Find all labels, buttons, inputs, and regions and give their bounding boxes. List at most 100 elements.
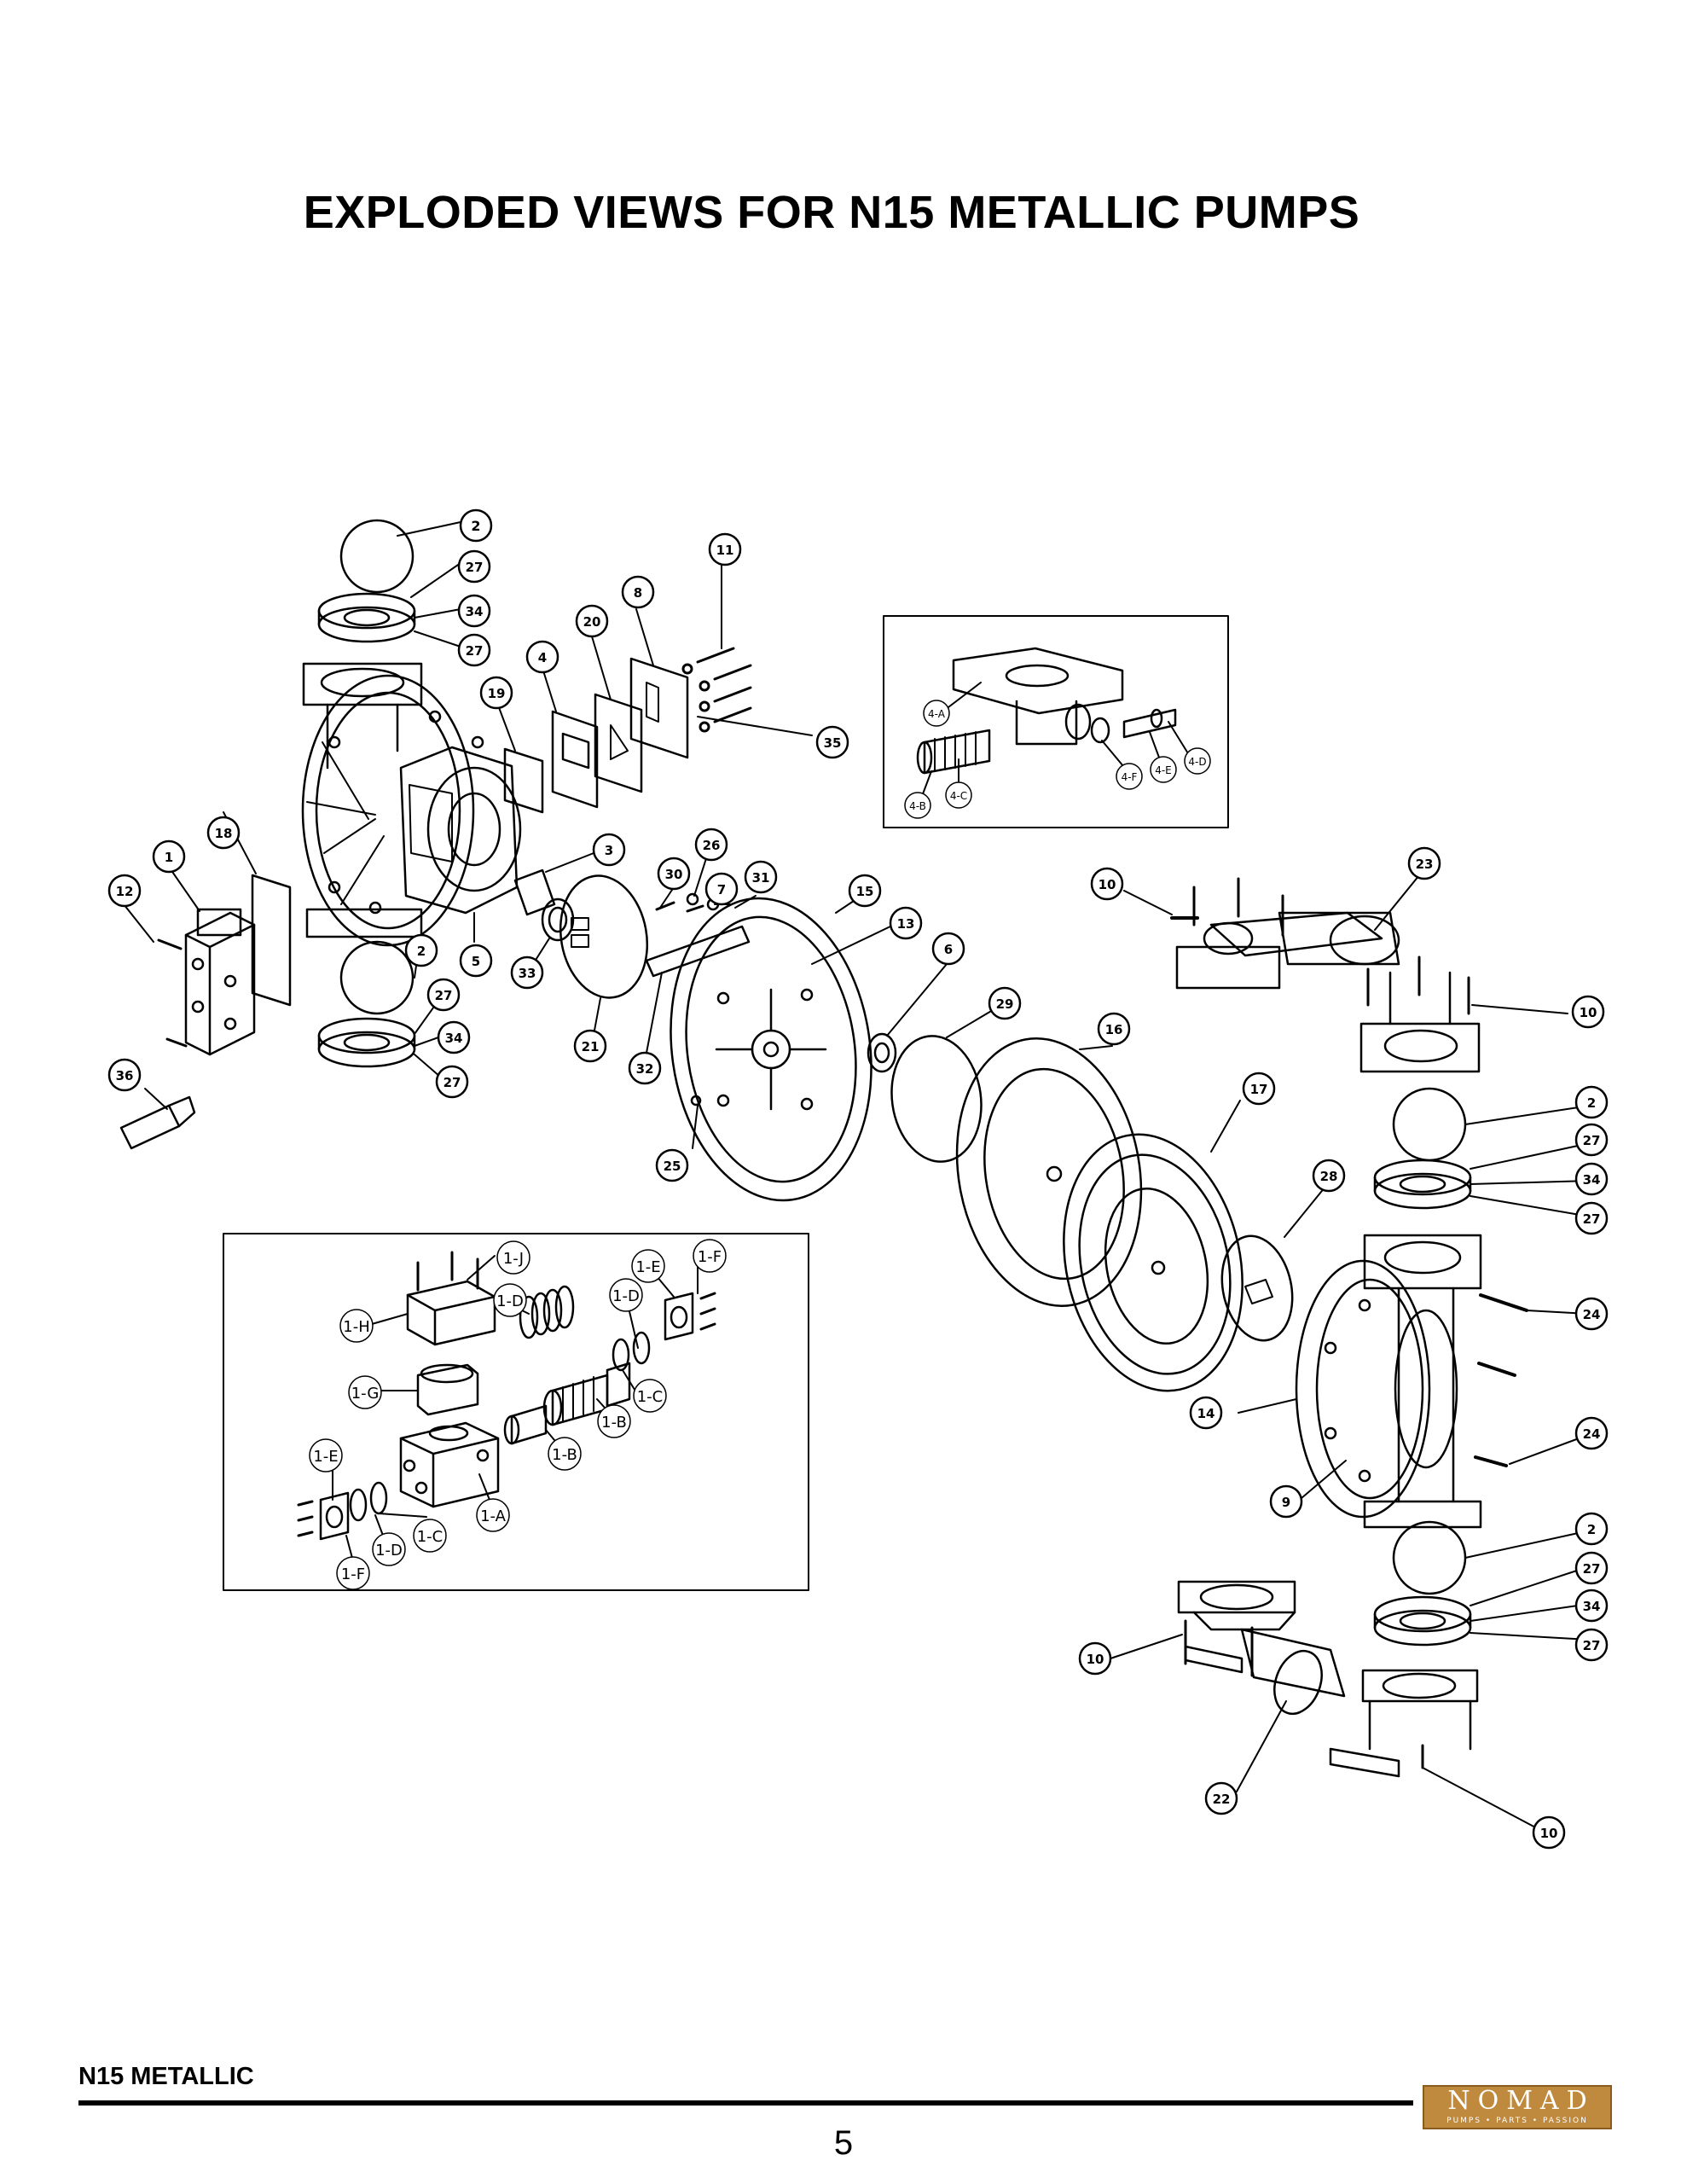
- callout-1-D: 1-D: [493, 1283, 527, 1317]
- callout-1-E: 1-E: [309, 1438, 343, 1472]
- svg-text:34: 34: [445, 1031, 463, 1046]
- callout-10: 10: [1532, 1815, 1566, 1850]
- callout-6: 6: [931, 932, 965, 966]
- callout-21: 21: [573, 1029, 607, 1063]
- callout-27: 27: [426, 978, 461, 1012]
- page-number: 5: [833, 2124, 854, 2162]
- svg-text:10: 10: [1087, 1652, 1104, 1667]
- svg-text:1-A: 1-A: [480, 1507, 507, 1525]
- svg-text:20: 20: [583, 614, 601, 630]
- callout-32: 32: [628, 1051, 662, 1085]
- shaft-bushing-parts: [513, 868, 649, 999]
- left-top-ball-seat: [317, 519, 416, 643]
- callout-1-A: 1-A: [476, 1498, 510, 1532]
- air-valve-assembly: [157, 908, 256, 1056]
- logo-wordmark: NOMAD: [1447, 2086, 1595, 2116]
- svg-text:4: 4: [538, 650, 547, 665]
- svg-text:14: 14: [1197, 1406, 1215, 1421]
- callout-1-E: 1-E: [631, 1249, 665, 1283]
- callout-18: 18: [206, 816, 241, 850]
- svg-text:1-D: 1-D: [612, 1287, 640, 1305]
- svg-text:18: 18: [215, 826, 233, 841]
- cap-screws: [681, 647, 752, 733]
- callout-34: 34: [457, 594, 491, 628]
- diaphragm-16: [955, 1037, 1143, 1307]
- diaphragm-washers: [867, 1032, 983, 1163]
- leader-lines: [113, 521, 1591, 1830]
- pilot-inset-callouts: 4-A 4-B 4-C 4-F 4-E 4-D: [904, 700, 1211, 819]
- svg-text:10: 10: [1099, 877, 1116, 892]
- svg-text:4-C: 4-C: [950, 790, 967, 802]
- svg-text:35: 35: [824, 735, 842, 751]
- svg-text:6: 6: [944, 942, 953, 957]
- svg-text:22: 22: [1213, 1792, 1231, 1807]
- callout-24: 24: [1574, 1416, 1609, 1450]
- callout-29: 29: [988, 986, 1022, 1020]
- callout-4: 4: [525, 640, 559, 674]
- svg-text:24: 24: [1583, 1307, 1601, 1322]
- callout-27: 27: [1574, 1551, 1609, 1585]
- callout-35: 35: [815, 725, 849, 759]
- svg-text:36: 36: [116, 1068, 134, 1083]
- diaphragm-17: [1063, 1133, 1244, 1392]
- svg-text:1: 1: [165, 850, 173, 865]
- svg-text:27: 27: [443, 1075, 461, 1090]
- svg-text:23: 23: [1416, 857, 1434, 872]
- svg-text:4-B: 4-B: [909, 800, 926, 812]
- svg-text:25: 25: [664, 1159, 681, 1174]
- callout-33: 33: [510, 956, 544, 990]
- callout-4-A: 4-A: [923, 700, 950, 727]
- svg-text:2: 2: [417, 944, 426, 959]
- svg-text:34: 34: [466, 604, 484, 619]
- callout-1: 1: [152, 839, 186, 874]
- svg-text:5: 5: [472, 954, 480, 969]
- callout-4-E: 4-E: [1150, 756, 1177, 783]
- svg-text:13: 13: [897, 916, 915, 932]
- svg-text:4-D: 4-D: [1188, 756, 1206, 768]
- svg-text:34: 34: [1583, 1172, 1601, 1188]
- callout-1-D: 1-D: [609, 1278, 643, 1312]
- callout-4-F: 4-F: [1116, 763, 1143, 790]
- callout-1-B: 1-B: [597, 1404, 631, 1438]
- callout-27: 27: [435, 1065, 469, 1099]
- callout-10: 10: [1571, 995, 1605, 1029]
- callout-1-J: 1-J: [496, 1240, 530, 1275]
- pilot-valve-inset-frame: [883, 615, 1229, 828]
- callout-34: 34: [437, 1020, 471, 1054]
- inner-plate: [1220, 1234, 1294, 1342]
- callout-27: 27: [457, 549, 491, 584]
- callout-2: 2: [1574, 1512, 1609, 1546]
- svg-text:29: 29: [996, 996, 1014, 1012]
- svg-text:1-E: 1-E: [635, 1258, 660, 1276]
- callout-1-B: 1-B: [548, 1437, 582, 1471]
- svg-text:27: 27: [1583, 1561, 1601, 1577]
- callout-3: 3: [592, 833, 626, 867]
- svg-text:34: 34: [1583, 1599, 1601, 1614]
- callout-34: 34: [1574, 1589, 1609, 1623]
- svg-text:28: 28: [1320, 1169, 1338, 1184]
- svg-text:9: 9: [1282, 1495, 1290, 1510]
- callout-27: 27: [1574, 1123, 1609, 1157]
- footer-model-label: N15 METALLIC: [78, 2063, 254, 2090]
- callout-15: 15: [848, 874, 882, 908]
- callout-27: 27: [457, 633, 491, 667]
- svg-text:2: 2: [1587, 1522, 1596, 1537]
- callout-31: 31: [744, 860, 778, 894]
- svg-text:27: 27: [435, 988, 453, 1003]
- air-valve-gasket: [251, 874, 292, 1007]
- svg-text:1-F: 1-F: [341, 1565, 365, 1583]
- callout-28: 28: [1312, 1159, 1346, 1193]
- svg-text:31: 31: [752, 870, 770, 886]
- callout-14: 14: [1189, 1396, 1223, 1430]
- svg-text:27: 27: [1583, 1211, 1601, 1227]
- svg-text:10: 10: [1540, 1826, 1558, 1841]
- callout-7: 7: [704, 872, 739, 906]
- svg-text:32: 32: [636, 1061, 654, 1077]
- callout-19: 19: [479, 676, 513, 710]
- svg-text:1-B: 1-B: [601, 1414, 627, 1432]
- svg-text:1-H: 1-H: [343, 1318, 369, 1336]
- svg-text:1-B: 1-B: [552, 1446, 577, 1464]
- air-valve-inset-frame: [223, 1233, 809, 1591]
- callout-10: 10: [1078, 1641, 1112, 1676]
- svg-text:21: 21: [582, 1039, 600, 1054]
